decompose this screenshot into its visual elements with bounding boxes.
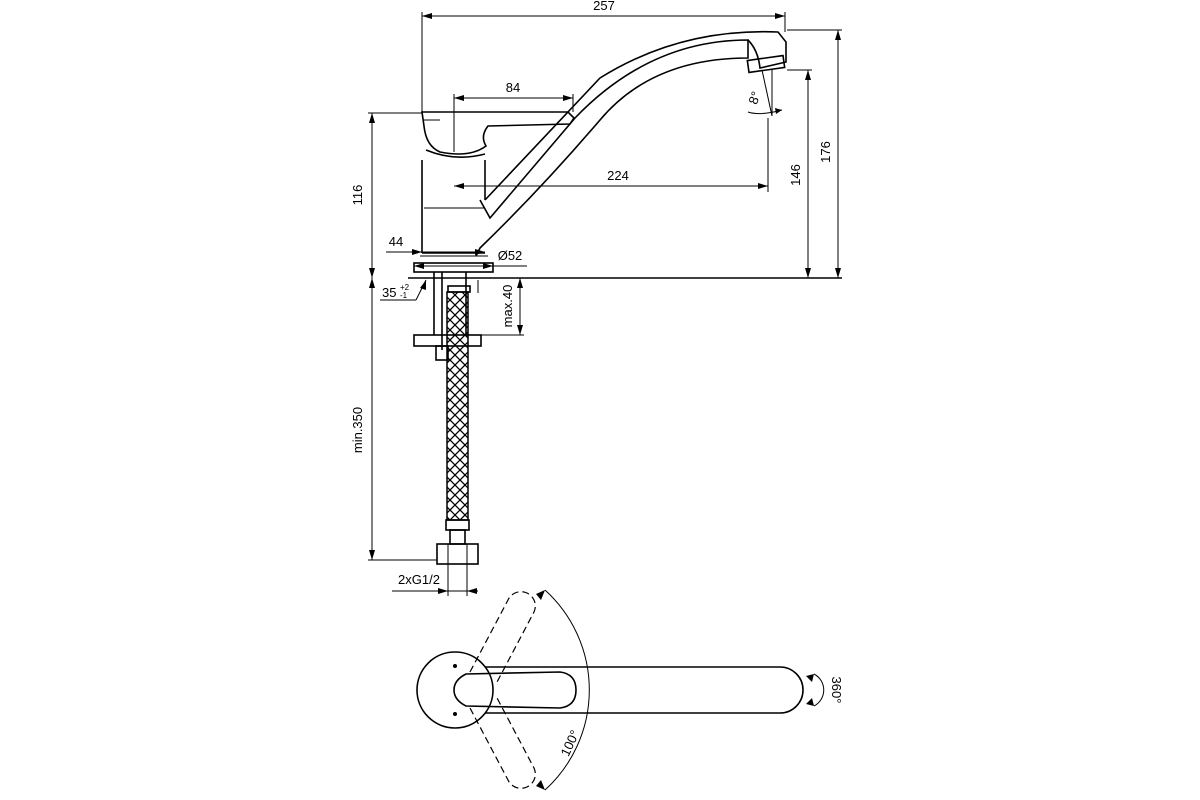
dim-spout-tilt-label: 8° bbox=[745, 89, 763, 106]
lever-alternate-positions bbox=[469, 591, 536, 789]
dim-spout-reach-label: 224 bbox=[607, 168, 629, 183]
dim-total-length-label: 257 bbox=[593, 0, 615, 13]
dim-spout-rotation-label: 360° bbox=[829, 677, 844, 704]
lever-handle bbox=[421, 111, 576, 155]
dim-hole-tol-upper-label: +2 bbox=[400, 283, 410, 292]
dimension-hole-size: 35 +2 -1 bbox=[380, 279, 427, 301]
dimension-spout-reach: 224 bbox=[454, 118, 769, 192]
dimension-base-diameter: Ø52 bbox=[414, 248, 527, 269]
dim-body-height-label: 116 bbox=[350, 185, 365, 206]
dim-outlet-height-label: 146 bbox=[788, 164, 803, 186]
top-view: 100° 360° bbox=[416, 589, 844, 791]
dim-base-diameter-label: Ø52 bbox=[498, 248, 523, 263]
dim-hole-base-label: 35 bbox=[382, 285, 396, 300]
dimension-total-height: 176 bbox=[787, 29, 842, 278]
top-view-spout bbox=[416, 651, 804, 729]
lever-swing-arc: 100° bbox=[536, 589, 590, 791]
dimension-outlet-height: 146 bbox=[787, 69, 812, 278]
dim-max-thickness-label: max.40 bbox=[500, 285, 515, 328]
dimension-body-width: 44 bbox=[386, 234, 485, 255]
spout-rotation-indicator: 360° bbox=[806, 673, 844, 707]
dim-lever-length-label: 84 bbox=[506, 80, 520, 95]
dimension-connection: 2xG1/2 bbox=[392, 564, 478, 596]
dimension-lever-length: 84 bbox=[453, 80, 574, 152]
dim-total-height-label: 176 bbox=[818, 141, 833, 163]
braided-hose bbox=[436, 291, 479, 565]
spout bbox=[475, 30, 787, 257]
dimension-hose-length: min.350 bbox=[350, 278, 437, 561]
faucet-body bbox=[421, 149, 486, 254]
dim-hole-tol-lower-label: -1 bbox=[400, 291, 408, 300]
dim-body-width-label: 44 bbox=[389, 234, 403, 249]
dimension-max-thickness: max.40 bbox=[481, 278, 524, 336]
dim-hose-length-label: min.350 bbox=[350, 407, 365, 453]
dimension-spout-tilt: 8° bbox=[745, 69, 783, 117]
dimension-total-length: 257 bbox=[421, 0, 786, 112]
dim-connection-label: 2xG1/2 bbox=[398, 572, 440, 587]
dimension-body-height: 116 bbox=[350, 112, 422, 278]
base-plate bbox=[408, 255, 842, 279]
side-view: 257 84 8° 116 bbox=[350, 0, 842, 596]
